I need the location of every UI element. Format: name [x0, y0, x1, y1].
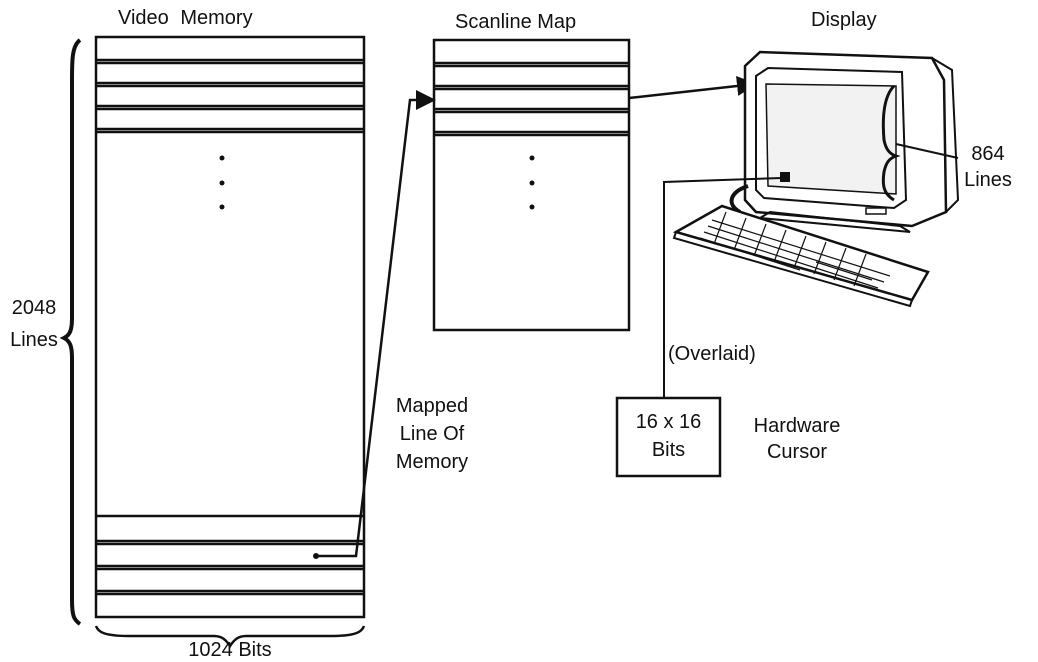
width-label: 1024 Bits [188, 639, 272, 661]
lines-leader [895, 143, 959, 159]
hardware-cursor-line2: Cursor [766, 441, 827, 463]
display-arrow [628, 76, 757, 100]
height-label-number: 2048 [11, 297, 57, 319]
height-label-unit: Lines [10, 329, 58, 351]
workstation-illustration [672, 50, 960, 308]
mapped-line-dot [313, 553, 319, 559]
display-lines-number: 864 [971, 143, 1005, 165]
display-title: Display [811, 9, 877, 31]
keyboard-keys [699, 211, 891, 289]
cursor-size-line2: Bits [651, 439, 686, 461]
monitor-screen [765, 83, 897, 195]
monitor-badge [865, 207, 887, 215]
scanline-map-title: Scanline Map [455, 11, 577, 33]
hardware-cursor-line1: Hardware [753, 415, 841, 437]
width-brace [94, 625, 366, 649]
video-memory-top-rows [96, 58, 364, 134]
overlaid-label: (Overlaid) [668, 343, 756, 365]
display-lines-unit: Lines [964, 169, 1012, 191]
video-memory-title: Video Memory [118, 7, 253, 29]
video-memory-bottom-rows [96, 514, 364, 596]
video-memory-outline [94, 35, 366, 619]
monitor-bezel [755, 66, 908, 210]
scanline-map-ellipsis [529, 155, 535, 210]
screen-height-brace [881, 84, 901, 202]
video-memory-block [94, 35, 366, 619]
scanline-map-block [432, 38, 631, 332]
mapping-arrow [318, 90, 436, 558]
scanline-map-outline [432, 38, 631, 332]
scanline-map-rows [434, 61, 629, 137]
cursor-overlay-line [663, 177, 783, 398]
mapping-label-line3: Memory [395, 451, 469, 473]
mapping-label-line2: Line Of [399, 423, 465, 445]
screen-cursor [780, 172, 790, 182]
mapping-label-line1: Mapped [395, 395, 469, 417]
cursor-box [615, 396, 722, 478]
cursor-size-line1: 16 x 16 [635, 411, 702, 433]
video-memory-ellipsis [219, 155, 225, 210]
monitor-stand [756, 210, 911, 233]
height-brace [59, 38, 82, 626]
